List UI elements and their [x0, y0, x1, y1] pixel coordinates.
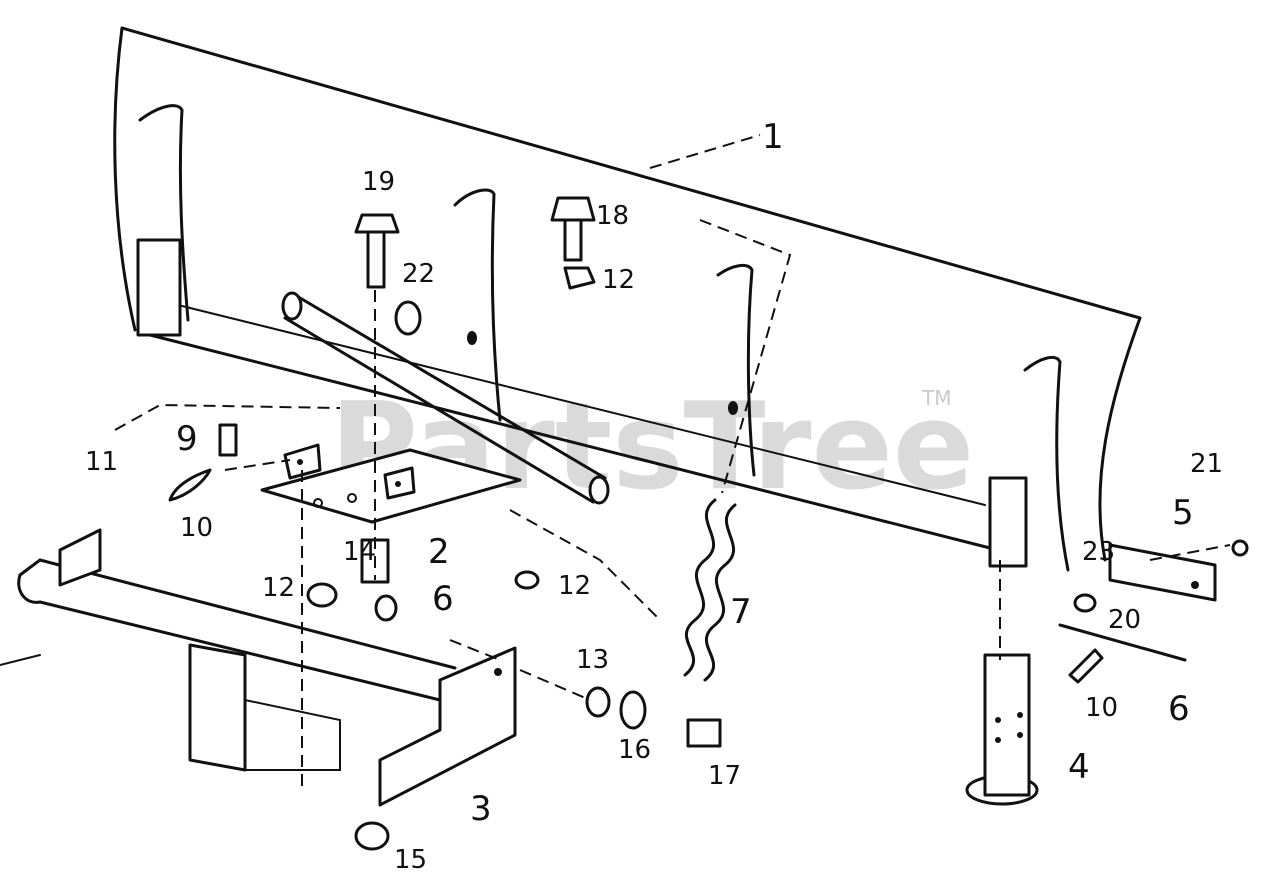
bracket-bar	[1108, 543, 1217, 602]
callout-12-center: 12	[558, 571, 591, 601]
callout-21: 21	[1190, 449, 1223, 479]
callout-labels: 1 2 3 4 5 6 6 7 9 10 10 11 12 12 12 13 1…	[85, 117, 1223, 875]
callout-6-left: 6	[432, 579, 454, 619]
callout-18: 18	[596, 201, 629, 231]
callout-13: 13	[576, 645, 609, 675]
watermark-trademark: TM	[921, 386, 951, 410]
callout-19: 19	[362, 167, 395, 197]
callout-4: 4	[1068, 747, 1090, 787]
callout-17: 17	[708, 761, 741, 791]
callout-12-top: 12	[602, 265, 635, 295]
callout-6-right: 6	[1168, 689, 1190, 729]
plow-blade	[113, 26, 1142, 572]
callout-10-right: 10	[1085, 693, 1118, 723]
a-frame	[0, 528, 517, 807]
left-corner-bracket	[136, 238, 182, 337]
pivot-tube	[281, 291, 610, 505]
callout-22: 22	[402, 259, 435, 289]
callout-14: 14	[343, 537, 376, 567]
callout-11: 11	[85, 447, 118, 477]
callout-1: 1	[762, 117, 784, 157]
callout-7: 7	[730, 592, 752, 632]
leader-lines	[114, 134, 1231, 790]
callout-9: 9	[176, 419, 198, 459]
callout-2: 2	[428, 532, 450, 572]
spring	[683, 498, 737, 682]
callout-3: 3	[470, 789, 492, 829]
callout-15: 15	[394, 845, 427, 875]
callout-20: 20	[1108, 605, 1141, 635]
callout-23: 23	[1082, 537, 1115, 567]
callout-10-left: 10	[180, 513, 213, 543]
callout-12-left: 12	[262, 573, 295, 603]
callout-5: 5	[1172, 493, 1194, 533]
right-corner-bracket	[988, 476, 1028, 568]
hardware	[168, 196, 1249, 851]
callout-16: 16	[618, 735, 651, 765]
support-post	[965, 653, 1039, 806]
pivot-plate	[260, 443, 522, 524]
lock-pin	[1058, 623, 1187, 662]
